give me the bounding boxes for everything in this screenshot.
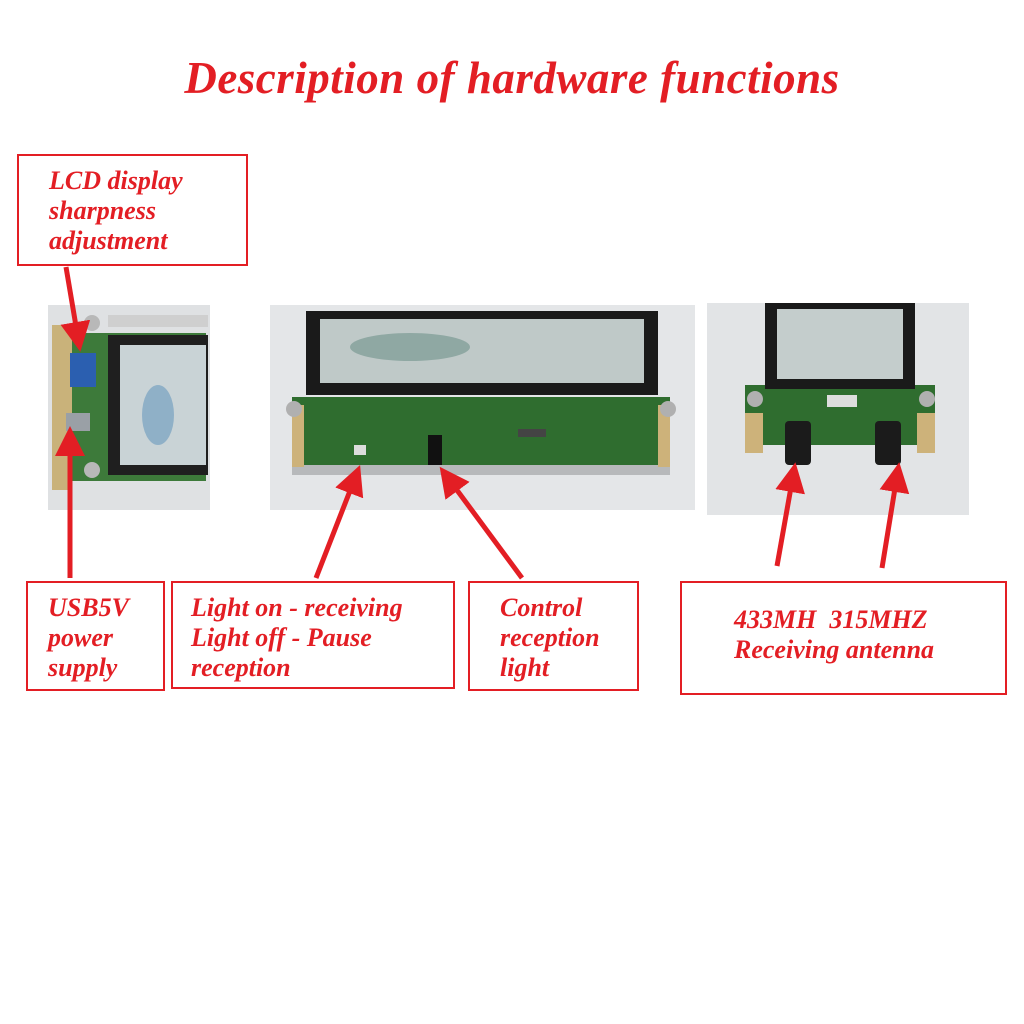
- label-usb-line-1: USB5V: [48, 593, 129, 622]
- label-light-line-2: Light off - Pause: [191, 623, 372, 652]
- label-lcd-line-1: LCD display: [49, 166, 183, 195]
- label-control-line-1: Control: [500, 593, 583, 622]
- label-control-line-2: reception: [500, 623, 600, 652]
- label-antenna-line-2: Receiving antenna: [734, 635, 935, 664]
- label-antenna: 433MH 315MHZ Receiving antenna: [680, 581, 1007, 695]
- photo-side-view: [48, 305, 210, 510]
- label-usb-power: USB5V power supply: [26, 581, 165, 691]
- label-lcd-line-2: sharpness: [49, 196, 156, 225]
- label-lcd-sharpness: LCD display sharpness adjustment: [17, 154, 248, 266]
- label-usb-line-3: supply: [48, 653, 118, 682]
- label-antenna-line-1: 433MH 315MHZ: [734, 605, 928, 634]
- photo-front-view-art: [270, 305, 695, 510]
- photo-antenna-view-art: [707, 303, 969, 515]
- label-control-line-3: light: [500, 653, 550, 682]
- label-light-line-3: reception: [191, 653, 291, 682]
- page-title: Description of hardware functions: [184, 53, 840, 103]
- label-lcd-line-3: adjustment: [49, 226, 168, 255]
- photo-side-view-art: [48, 305, 210, 510]
- label-control-light: Control reception light: [468, 581, 639, 691]
- photo-front-view: [270, 305, 695, 510]
- photo-antenna-view: [707, 303, 969, 515]
- label-usb-line-2: power: [48, 623, 113, 652]
- label-light-line-1: Light on - receiving: [191, 593, 403, 622]
- label-light-status: Light on - receiving Light off - Pause r…: [171, 581, 455, 689]
